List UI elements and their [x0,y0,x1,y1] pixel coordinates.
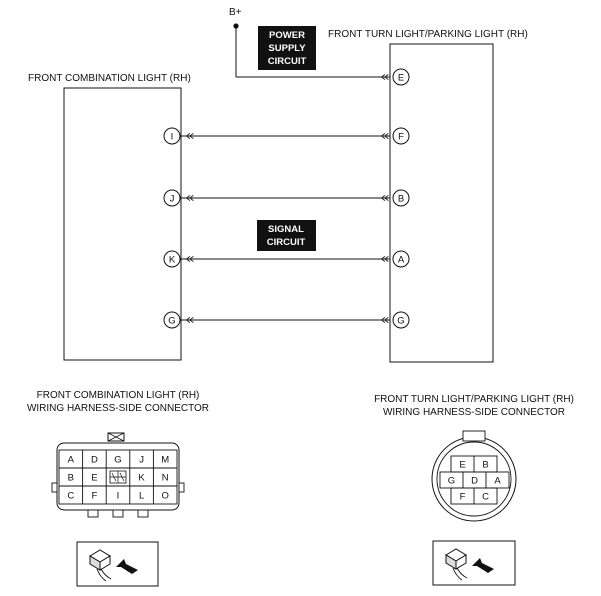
connector-cell: A [68,455,75,466]
connector-cell: E [459,460,465,471]
connector-cell: I [117,491,120,502]
signal-circuit-box [257,220,316,251]
connector-cell: O [162,491,169,502]
left-component-title: FRONT COMBINATION LIGHT (RH) [28,73,191,84]
pin-label-left: J [170,194,175,205]
pin-label-left: K [169,255,176,266]
pin-label-right: A [398,255,405,266]
right-component-title: FRONT TURN LIGHT/PARKING LIGHT (RH) [328,29,528,40]
harness-connector-icon [76,541,159,587]
pointer-arrow-icon [116,559,138,574]
power-box-line-3: CIRCUIT [268,56,307,67]
left-connector-title-2: WIRING HARNESS-SIDE CONNECTOR [27,403,209,414]
pin-circle-left [163,311,181,329]
connector-cell: A [494,476,501,487]
connector-cell: K [138,473,145,484]
front-combination-light-box [63,87,182,361]
connector-cell: C [482,492,489,503]
supply-label: B+ [229,7,242,18]
blank-terminal-mark [109,470,127,484]
signal-box-line-2: CIRCUIT [267,237,306,248]
connector-cell: F [460,492,466,503]
connector-cell: F [91,491,97,502]
pointer-arrow-icon [472,558,494,573]
connector-cell: D [91,455,98,466]
pin-circle-right [392,127,410,145]
connector-cell: G [114,455,121,466]
power-box-line-2: SUPPLY [268,43,306,54]
right-connector-title-2: WIRING HARNESS-SIDE CONNECTOR [383,407,565,418]
pin-label-right: G [397,316,404,327]
right-connector-face [431,430,517,522]
connector-cell: N [162,473,169,484]
harness-connector-icon [432,540,516,586]
pin-circle-left [163,189,181,207]
connector-cell: M [161,455,169,466]
pin-label-e: E [398,73,404,84]
front-turn-light-box [389,43,494,363]
pin-circle-e [392,68,410,86]
pin-label-left: G [168,316,175,327]
connector-cell: D [471,476,478,487]
pin-circle-right [392,311,410,329]
connector-cell: C [67,491,74,502]
pin-circle-left [163,250,181,268]
connector-cell: J [139,455,144,466]
power-supply-circuit-box [258,26,316,70]
power-box-line-1: POWER [269,30,305,41]
pin-label-right: F [398,132,404,143]
connector-cell: B [68,473,74,484]
pin-label-right: B [398,194,404,205]
pin-circle-left [163,127,181,145]
pin-circle-right [392,250,410,268]
left-connector-title-1: FRONT COMBINATION LIGHT (RH) [37,390,200,401]
pin-circle-right [392,189,410,207]
connector-cell: B [482,460,488,471]
connector-cell: L [139,491,144,502]
connector-cell: G [448,476,455,487]
pin-label-left: I [171,132,174,143]
signal-box-line-1: SIGNAL [268,224,304,235]
connector-cell: E [91,473,97,484]
right-connector-title-1: FRONT TURN LIGHT/PARKING LIGHT (RH) [374,394,574,405]
